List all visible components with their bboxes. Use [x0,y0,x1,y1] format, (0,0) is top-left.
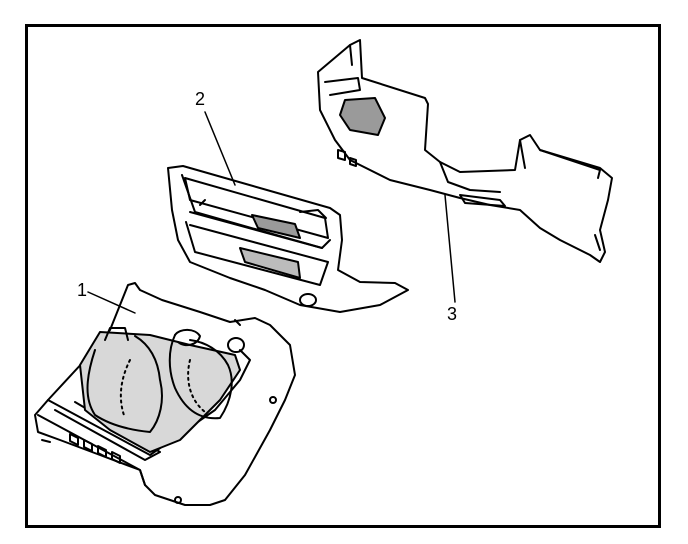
leader-lines [87,111,456,314]
part-2-center-bezel [167,165,409,313]
part-3-lower-trim-panel [317,39,613,263]
leader-line-2 [204,111,236,186]
leader-line-3 [444,194,456,303]
callout-label-1: 1 [77,280,88,300]
callout-label-3: 3 [447,304,458,324]
callout-label-2: 2 [195,89,206,109]
part-1-console-shift-boot [34,282,296,506]
leader-line-1 [87,291,136,314]
